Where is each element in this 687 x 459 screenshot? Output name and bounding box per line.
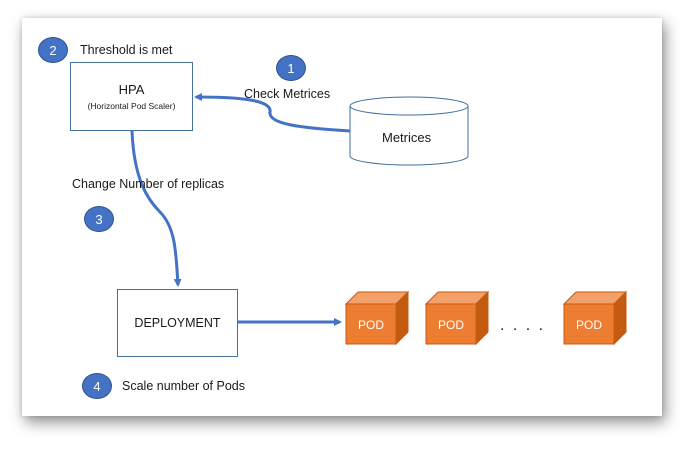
- step-label-3: Change Number of replicas: [72, 177, 225, 191]
- change-replicas-arrow: [130, 130, 182, 287]
- step-badge-1: 1: [276, 55, 306, 81]
- step-badge-3: 3: [84, 206, 114, 232]
- step-badge-2: 2: [38, 37, 68, 63]
- pod-cube-1: [344, 290, 410, 346]
- pods-ellipsis: . . . .: [500, 317, 546, 334]
- metrics-label: Metrices: [382, 130, 432, 145]
- deployment-box: DEPLOYMENT: [117, 289, 238, 357]
- pod-cube-2: [424, 290, 490, 346]
- pod-label-2: POD: [437, 318, 464, 332]
- step-label-2: Threshold is met: [80, 43, 173, 57]
- step-label-1: Check Metrices: [244, 87, 331, 101]
- pod-cube-3: [562, 290, 628, 346]
- hpa-subtitle: (Horizontal Pod Scaler): [87, 101, 176, 111]
- step-badge-4: 4: [82, 373, 112, 399]
- pod-label-3: POD: [575, 318, 602, 332]
- check-metrics-arrow: [194, 93, 351, 133]
- hpa-title: HPA: [118, 82, 145, 97]
- pod-label-1: POD: [357, 318, 384, 332]
- deployment-label: DEPLOYMENT: [134, 316, 221, 330]
- metrics-cylinder: [349, 96, 469, 166]
- hpa-box: HPA (Horizontal Pod Scaler): [70, 62, 193, 131]
- step-label-4: Scale number of Pods: [122, 379, 245, 393]
